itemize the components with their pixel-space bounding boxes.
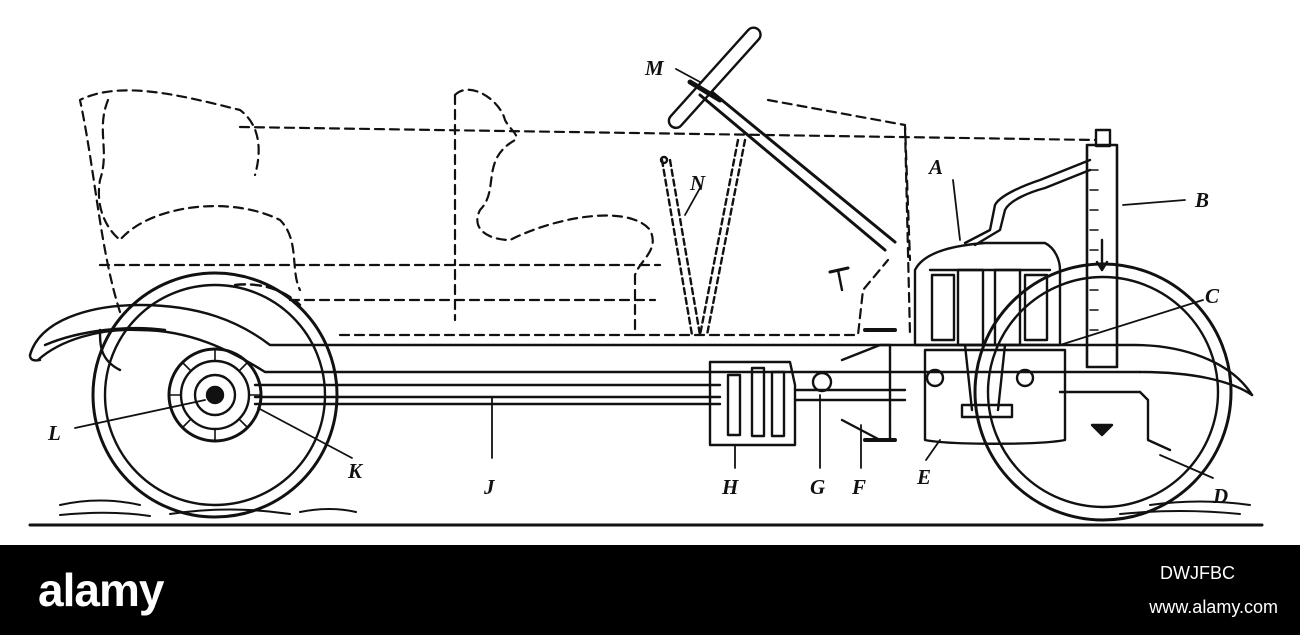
label-e: E — [916, 465, 931, 489]
watermark-footer: alamy DWJFBC www.alamy.com — [0, 545, 1300, 635]
automobile-chassis-diagram: A B C D E F G H J K L M N — [28, 26, 1264, 527]
steering-wheel — [667, 26, 897, 252]
leader-lines — [74, 68, 1214, 479]
engine — [913, 158, 1092, 445]
label-n: N — [689, 171, 706, 195]
label-k: K — [347, 459, 364, 483]
label-l: L — [47, 421, 61, 445]
label-a: A — [927, 155, 943, 179]
diagram-canvas: A B C D E F G H J K L M N — [28, 26, 1264, 527]
chassis-frame — [28, 303, 1254, 406]
image-id-text: DWJFBC — [1160, 563, 1235, 583]
site-url-text: www.alamy.com — [1149, 597, 1278, 617]
starting-crank — [1058, 390, 1172, 452]
label-f: F — [851, 475, 866, 499]
rear-wheel — [91, 271, 339, 519]
fender-arrow — [233, 283, 302, 307]
label-j: J — [483, 475, 496, 499]
diagram-labels: A B C D E F G H J K L M N — [47, 56, 1228, 508]
label-d: D — [1212, 484, 1228, 508]
label-m: M — [644, 56, 665, 80]
ground — [28, 499, 1264, 527]
label-g: G — [810, 475, 825, 499]
pedal-lever — [659, 138, 850, 337]
clutch — [811, 328, 897, 442]
label-b: B — [1194, 188, 1209, 212]
label-c: C — [1205, 284, 1220, 308]
label-h: H — [721, 475, 739, 499]
gearbox — [708, 360, 907, 447]
brand-logo: alamy — [38, 564, 164, 616]
radiator — [1085, 128, 1119, 369]
dashed-body-outline — [78, 88, 1097, 337]
